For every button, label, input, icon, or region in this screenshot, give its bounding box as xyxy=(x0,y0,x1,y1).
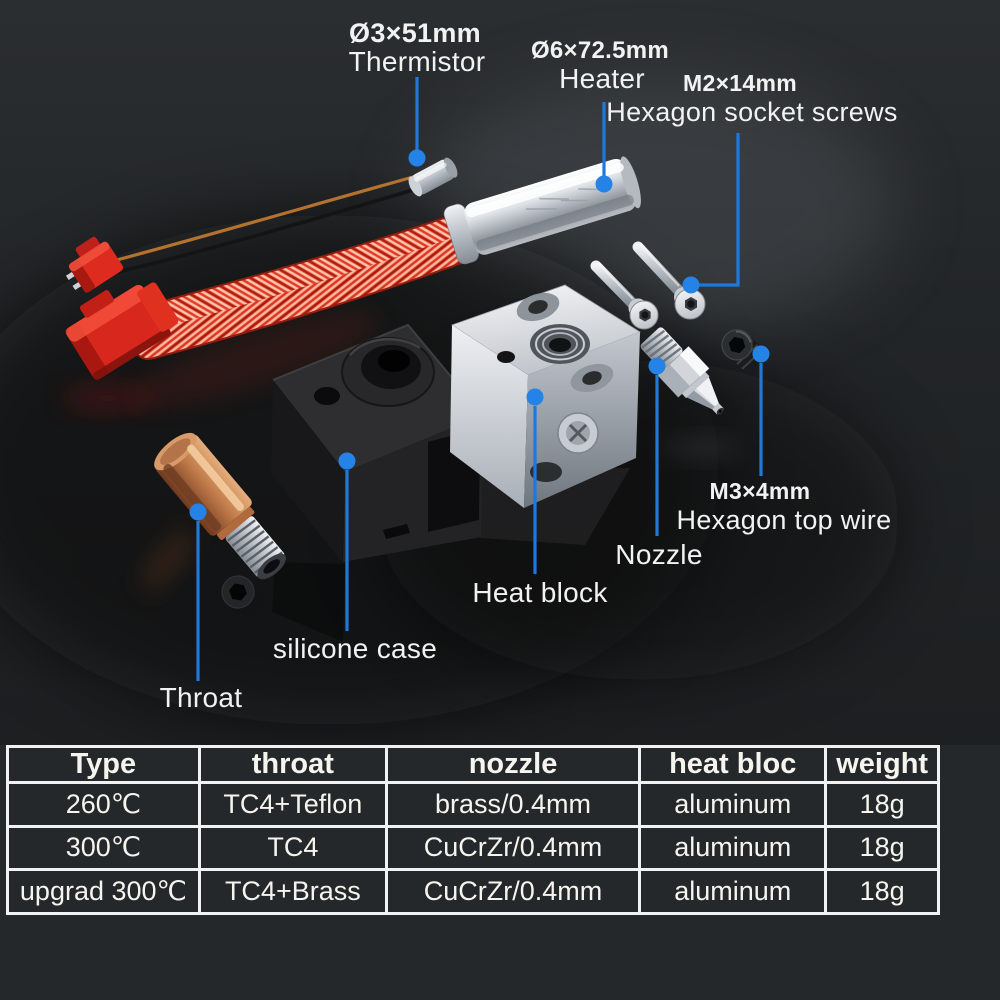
heater-connector xyxy=(65,282,179,380)
thermistor-photo xyxy=(65,157,458,293)
spec-cell: 18g xyxy=(824,824,940,872)
heater-callout-dot xyxy=(595,175,613,193)
spec-cell: aluminum xyxy=(638,781,828,828)
silicone-case-photo xyxy=(271,323,484,642)
throat-label: Throat xyxy=(159,682,243,713)
throat-photo xyxy=(154,432,287,618)
spec-header-cell: nozzle xyxy=(384,745,642,784)
spec-cell: 18g xyxy=(824,781,940,828)
heater-label: Heater xyxy=(559,63,645,94)
spec-header-cell: heat bloc xyxy=(638,745,828,784)
m3-set-screw-photo xyxy=(721,329,768,375)
cable-reflection xyxy=(131,312,379,408)
block-hex-recess-1 xyxy=(528,300,548,314)
heater-cartridge xyxy=(443,156,641,265)
spec-cell: 260℃ xyxy=(6,781,201,828)
m2-screws-callout-dot xyxy=(682,276,700,294)
case-front-slot xyxy=(383,524,410,539)
heat-block-photo xyxy=(450,284,641,508)
connector-reflection xyxy=(62,384,154,412)
spec-cell: TC4 xyxy=(197,824,388,872)
spec-header-cell: weight xyxy=(824,745,940,784)
nozzle-reflection xyxy=(658,437,742,459)
screw1-shaft xyxy=(590,260,640,311)
silicone-case-callout-dot xyxy=(338,452,356,470)
case-small-hole xyxy=(314,387,340,405)
block-hex-recess-2 xyxy=(582,371,602,385)
thermistor-label: Thermistor xyxy=(348,46,486,77)
braid-strand-2 xyxy=(135,235,475,358)
m3-set-screw-callout-dot xyxy=(752,345,770,363)
heat-block-callout-dot xyxy=(526,388,544,406)
spec-header-cell: Type xyxy=(6,745,201,784)
thermistor-callout-dot xyxy=(408,149,426,167)
m3-hex-socket xyxy=(728,336,746,354)
screw2-shaft xyxy=(632,241,686,298)
spec-cell: aluminum xyxy=(638,824,828,872)
heater-photo xyxy=(65,156,641,380)
spec-cell: TC4+Teflon xyxy=(197,781,388,828)
spec-cell: brass/0.4mm xyxy=(384,781,642,828)
spec-header-cell: throat xyxy=(197,745,388,784)
throat-callout-dot xyxy=(189,503,207,521)
callout-dots xyxy=(189,149,770,521)
m2-screws-callout-line xyxy=(697,133,740,287)
case-reflection xyxy=(272,562,345,642)
spec-cell: 300℃ xyxy=(6,824,201,872)
block-small-hole xyxy=(497,351,515,363)
thermistor-tip xyxy=(408,157,458,197)
spec-cell: CuCrZr/0.4mm xyxy=(384,824,642,872)
cartridge-etching xyxy=(525,188,604,210)
nozzle-threads xyxy=(641,329,682,367)
throat-reflection xyxy=(142,528,194,592)
spec-cell: upgrad 300℃ xyxy=(6,868,201,915)
m2-screws-label: Hexagon socket screws xyxy=(606,97,898,127)
nozzle-callout-dot xyxy=(648,357,666,375)
m3-set-screw-label: Hexagon top wire xyxy=(676,505,892,535)
spec-cell: 18g xyxy=(824,868,940,915)
thermistor-wire-black xyxy=(117,181,437,274)
nozzle-label: Nozzle xyxy=(615,539,703,570)
thermistor-connector xyxy=(65,236,124,293)
thermistor-wire-orange xyxy=(112,170,432,263)
heat-block-label: Heat block xyxy=(472,577,608,608)
m2-screws-size-label: M2×14mm xyxy=(683,70,797,96)
thermistor-size-label: Ø3×51mm xyxy=(349,18,481,48)
silicone-case-label: silicone case xyxy=(272,633,438,664)
spec-cell: CuCrZr/0.4mm xyxy=(384,868,642,915)
nozzle-photo xyxy=(640,327,724,415)
case-top-hole xyxy=(378,350,410,372)
braid-strand-1 xyxy=(127,215,471,335)
throat-set-screw xyxy=(221,575,266,618)
spec-cell: TC4+Brass xyxy=(197,868,388,915)
callout-lines xyxy=(196,77,763,681)
m2-screws-photo xyxy=(590,241,706,330)
heater-size-label: Ø6×72.5mm xyxy=(530,37,670,64)
m3-set-screw-size-label: M3×4mm xyxy=(709,478,811,504)
hotend-parts-photo xyxy=(0,0,1000,745)
spec-cell: aluminum xyxy=(638,868,828,915)
